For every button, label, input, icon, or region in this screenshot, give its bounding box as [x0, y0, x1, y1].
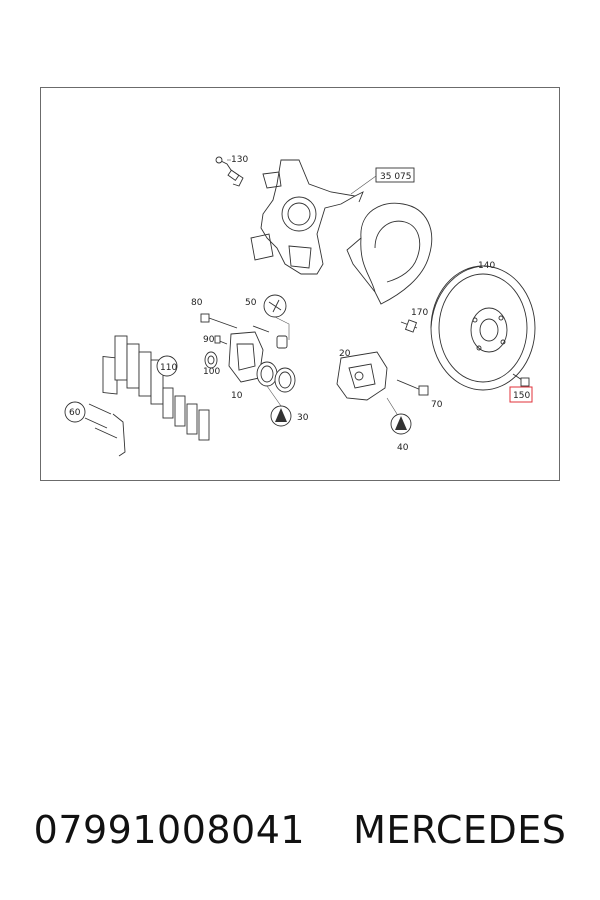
part-40-repair-kit: [386, 397, 412, 435]
part-60-spring-kit: [64, 401, 126, 457]
callout-10: 10: [231, 391, 243, 401]
part-20-caliper: [336, 351, 388, 401]
callout-130: 130: [231, 155, 248, 165]
part-50-pin-set: [252, 294, 290, 349]
dust-shield: [346, 202, 433, 305]
callout-100: 100: [203, 367, 220, 377]
callout-150: 150: [513, 391, 530, 401]
callout-80: 80: [191, 298, 203, 308]
part-70-bolt: [396, 379, 429, 396]
part-number: 07991008041: [33, 808, 306, 852]
callout-box-35075: [375, 167, 415, 183]
callout-70: 70: [431, 400, 443, 410]
part-110-brake-pads: [102, 335, 210, 441]
callout-30: 30: [297, 413, 309, 423]
callout-50: 50: [245, 298, 257, 308]
callout-35075: 35 075: [380, 172, 412, 182]
brake-assembly-drawing: 130 35 075 140 170 80: [64, 155, 536, 457]
part-170-bolt: [400, 319, 418, 333]
callout-90: 90: [203, 335, 215, 345]
part-100-bushing: [204, 351, 218, 369]
part-150-bolt[interactable]: [512, 373, 530, 387]
brand-name: MERCEDES: [353, 808, 567, 852]
part-90-screw: [214, 335, 228, 345]
callout-140: 140: [478, 261, 495, 271]
product-footer: 07991008041 MERCEDES: [0, 800, 600, 860]
part-80-bolt: [200, 313, 238, 329]
callout-110: 110: [160, 363, 177, 373]
callout-20: 20: [339, 349, 351, 359]
parts-diagram: 130 35 075 140 170 80: [40, 87, 560, 481]
part-140-brake-disc: [430, 265, 536, 391]
part-30-seal-kit: [256, 361, 296, 427]
callout-170: 170: [411, 308, 428, 318]
steering-knuckle: [250, 159, 364, 275]
callout-60: 60: [69, 408, 81, 418]
callout-40: 40: [397, 443, 409, 453]
highlight-box-150[interactable]: [509, 386, 533, 403]
part-130-wear-sensor: [215, 156, 244, 187]
